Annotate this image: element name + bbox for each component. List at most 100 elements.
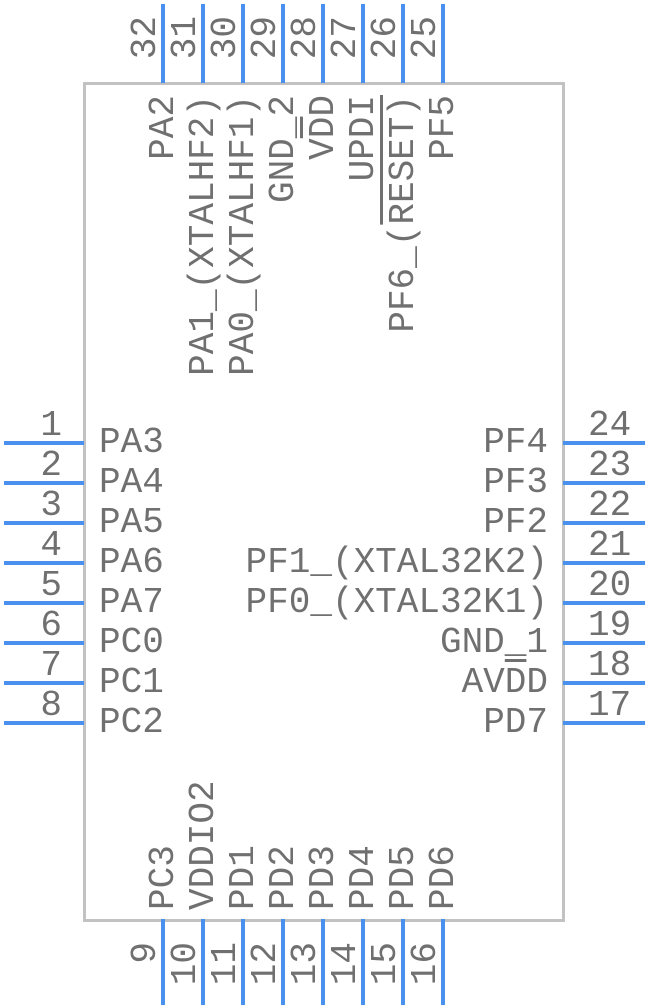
pin-label-segment: UPDI <box>343 95 384 182</box>
pin-number: 17 <box>588 685 632 726</box>
pin-label-segment: GND_1 <box>439 622 548 663</box>
pin-label: PF0_(XTAL32K1) <box>246 584 548 622</box>
pin-line <box>563 561 645 565</box>
pin-line <box>4 441 84 445</box>
pin-line <box>4 721 84 725</box>
pin-label-segment: PF3 <box>483 462 548 503</box>
pin-label: PD3 <box>303 460 344 910</box>
pin-number: 1 <box>40 405 62 446</box>
pin-label-segment: VDDIO2 <box>183 780 224 910</box>
pin-line <box>161 4 165 83</box>
ic-body-outline <box>83 82 565 922</box>
pin-label: PF4 <box>483 424 548 462</box>
pin-line <box>563 721 645 725</box>
pin-label-segment: PA6 <box>99 542 164 583</box>
pin-line <box>563 681 645 685</box>
pin-label-segment: PF1_(XTAL32K2) <box>245 542 548 583</box>
pin-number: 18 <box>588 645 632 686</box>
pin-line <box>401 4 405 83</box>
pin-line <box>441 919 445 1005</box>
pin-label: PA3 <box>99 424 164 462</box>
pin-label-segment: PC3 <box>143 845 184 910</box>
pin-line <box>563 521 645 525</box>
pin-line <box>201 919 205 1005</box>
pin-label-overline-segment: D <box>504 662 527 703</box>
pin-label: PF2 <box>483 504 548 542</box>
pin-number: 15 <box>365 942 406 986</box>
pin-line <box>4 481 84 485</box>
pin-label-segment: D <box>303 95 344 117</box>
pin-line <box>4 601 84 605</box>
pin-label-segment: PA7 <box>99 582 164 623</box>
pin-label: PD5 <box>383 460 424 910</box>
pin-line <box>201 4 205 83</box>
pin-label-segment: PD3 <box>303 845 344 910</box>
pin-number: 22 <box>588 485 632 526</box>
pin-label: GND_1 <box>440 624 548 662</box>
pin-label-segment: V <box>303 138 344 160</box>
pin-label-segment: PD6 <box>423 845 464 910</box>
pin-number: 29 <box>245 16 286 60</box>
pin-label: VDDIO2 <box>183 460 224 910</box>
pin-label: AVDD <box>462 664 548 702</box>
pin-label-segment: PF6_( <box>383 224 424 333</box>
pin-line <box>563 441 645 445</box>
pin-line <box>563 641 645 645</box>
pin-number: 11 <box>205 942 246 986</box>
pin-label-segment: PF2 <box>483 502 548 543</box>
pin-number: 13 <box>285 942 326 986</box>
pin-label-segment: PD1 <box>223 845 264 910</box>
pin-label: PD1 <box>223 460 264 910</box>
pin-number: 21 <box>588 525 632 566</box>
pin-label-segment: D <box>526 662 548 703</box>
pin-line <box>321 4 325 83</box>
pin-line <box>563 601 645 605</box>
pin-number: 28 <box>285 16 326 60</box>
pin-label-segment: PF4 <box>483 422 548 463</box>
pin-line <box>4 561 84 565</box>
pin-label-segment: PF0_(XTAL32K1) <box>245 582 548 623</box>
pin-label: PA4 <box>99 464 164 502</box>
pin-number: 5 <box>40 565 62 606</box>
pin-label: PD4 <box>343 460 384 910</box>
pin-label-segment: PC2 <box>99 702 164 743</box>
pin-label-segment: PF5 <box>423 95 464 160</box>
pin-label: PF1_(XTAL32K2) <box>246 544 548 582</box>
pin-number: 26 <box>365 16 406 60</box>
pin-number: 7 <box>40 645 62 686</box>
pin-label-segment: PD5 <box>383 845 424 910</box>
pin-line <box>4 681 84 685</box>
pin-label-overline-segment: D <box>303 116 344 139</box>
pin-label: PC1 <box>99 664 164 702</box>
pin-line <box>361 919 365 1005</box>
pin-number: 10 <box>165 942 206 986</box>
pin-line <box>441 4 445 83</box>
pin-label: PD7 <box>483 704 548 742</box>
pin-line <box>321 919 325 1005</box>
pin-number: 12 <box>245 942 286 986</box>
pin-line <box>4 641 84 645</box>
pin-number: 23 <box>588 445 632 486</box>
pin-label-segment: PA4 <box>99 462 164 503</box>
pin-number: 24 <box>588 405 632 446</box>
pin-label: PD2 <box>263 460 304 910</box>
pin-label-segment: PA1_(XTALHF2) <box>183 95 224 376</box>
pin-number: 27 <box>325 16 366 60</box>
pin-label-segment: PD4 <box>343 845 384 910</box>
pin-line <box>281 4 285 83</box>
pin-label: PA6 <box>99 544 164 582</box>
pin-line <box>401 919 405 1005</box>
pin-number: 3 <box>40 485 62 526</box>
pin-label: PC0 <box>99 624 164 662</box>
pin-number: 20 <box>588 565 632 606</box>
pin-number: 14 <box>325 942 366 986</box>
pin-number: 19 <box>588 605 632 646</box>
pin-line <box>241 4 245 83</box>
pin-label-overline-segment: RESET) <box>383 95 424 225</box>
pin-label-segment: PA2 <box>143 95 184 160</box>
pin-line <box>361 4 365 83</box>
pin-label: PA7 <box>99 584 164 622</box>
pin-label: PA5 <box>99 504 164 542</box>
pin-label-segment: PA5 <box>99 502 164 543</box>
